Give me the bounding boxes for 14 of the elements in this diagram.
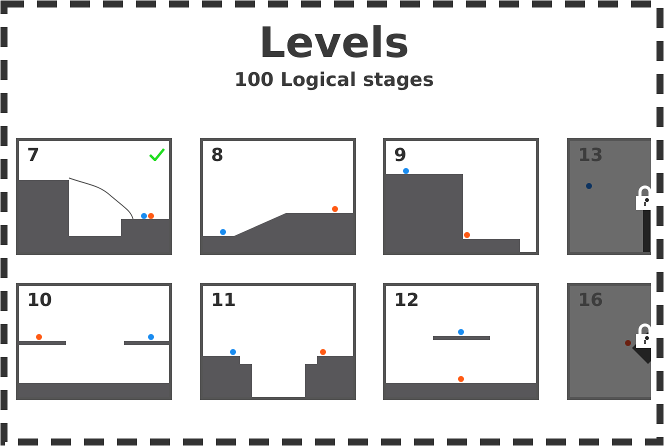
level-number: 12 [394, 290, 420, 312]
level-card [200, 283, 356, 400]
subtitle: 100 Logical stages [234, 68, 434, 92]
level-card [16, 283, 172, 400]
level-number: 7 [27, 145, 40, 167]
level-number: 11 [211, 290, 236, 312]
level-number: 9 [394, 145, 407, 167]
level-card [16, 138, 172, 255]
level-number: 10 [27, 290, 52, 312]
level-card [383, 283, 539, 400]
level-number: 8 [211, 145, 224, 167]
level-card [200, 138, 356, 255]
level-card [383, 138, 539, 255]
title: Levels [258, 18, 410, 68]
